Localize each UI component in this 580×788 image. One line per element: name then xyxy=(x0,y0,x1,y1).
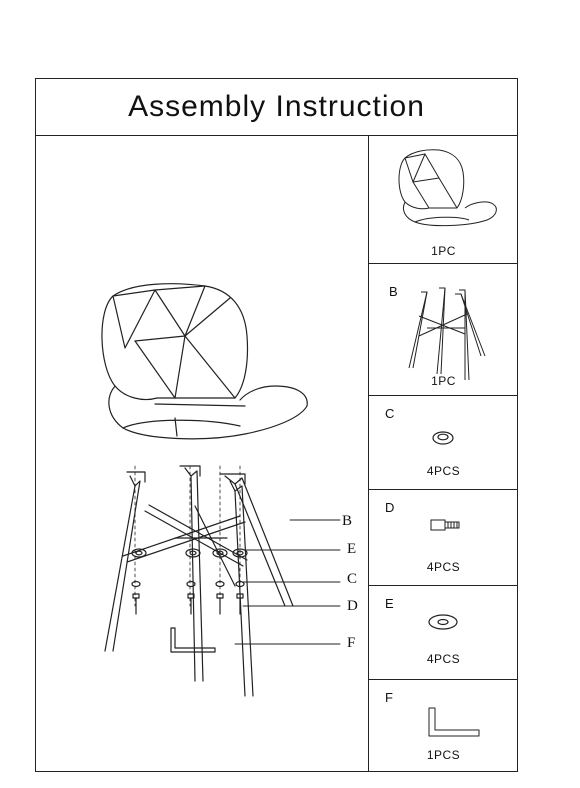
seat-icon xyxy=(398,149,497,227)
title-bar: Assembly Instruction xyxy=(35,78,518,136)
washer-icon xyxy=(432,431,454,445)
part-qty: 4PCS xyxy=(426,560,461,574)
part-qty: 1PCS xyxy=(426,748,461,762)
assembly-diagram: B E C D F xyxy=(35,136,369,772)
part-letter: E xyxy=(385,596,394,611)
instruction-frame xyxy=(35,78,518,772)
callout-d: D xyxy=(347,598,358,614)
part-qty: 1PC xyxy=(431,374,456,388)
leg-frame-icon xyxy=(408,287,486,381)
part-c: C 4PCS xyxy=(369,396,518,490)
exploded-chair-illustration xyxy=(101,283,341,697)
allen-key-drawing xyxy=(170,627,216,653)
washer-c-drawings xyxy=(131,580,245,588)
leg-frame-drawing xyxy=(104,465,294,697)
washer-e-drawings xyxy=(131,548,248,558)
bolt-icon xyxy=(430,519,460,531)
callout-f: F xyxy=(347,635,356,651)
parts-list: 1PC B 1PC xyxy=(369,136,518,772)
part-letter: D xyxy=(385,500,395,515)
part-letter: B xyxy=(389,284,398,299)
part-qty: 4PCS xyxy=(426,652,461,666)
part-seat: 1PC xyxy=(369,136,518,264)
part-e: E 4PCS xyxy=(369,586,518,680)
page-title: Assembly Instruction xyxy=(128,89,425,123)
part-qty: 4PCS xyxy=(426,464,461,478)
callout-b: B xyxy=(342,513,353,529)
callout-e: E xyxy=(347,541,357,557)
callout-c: C xyxy=(347,571,358,587)
bolt-d-drawings xyxy=(132,593,244,615)
part-b: B 1PC xyxy=(369,264,518,396)
part-letter: F xyxy=(385,690,393,705)
part-f: F 1PCS xyxy=(369,680,518,772)
flat-washer-icon xyxy=(428,614,458,630)
allen-key-icon xyxy=(428,707,480,737)
seat-shell-drawing xyxy=(101,283,308,440)
part-qty: 1PC xyxy=(431,244,456,258)
part-letter: C xyxy=(385,406,395,421)
part-d: D 4PCS xyxy=(369,490,518,586)
